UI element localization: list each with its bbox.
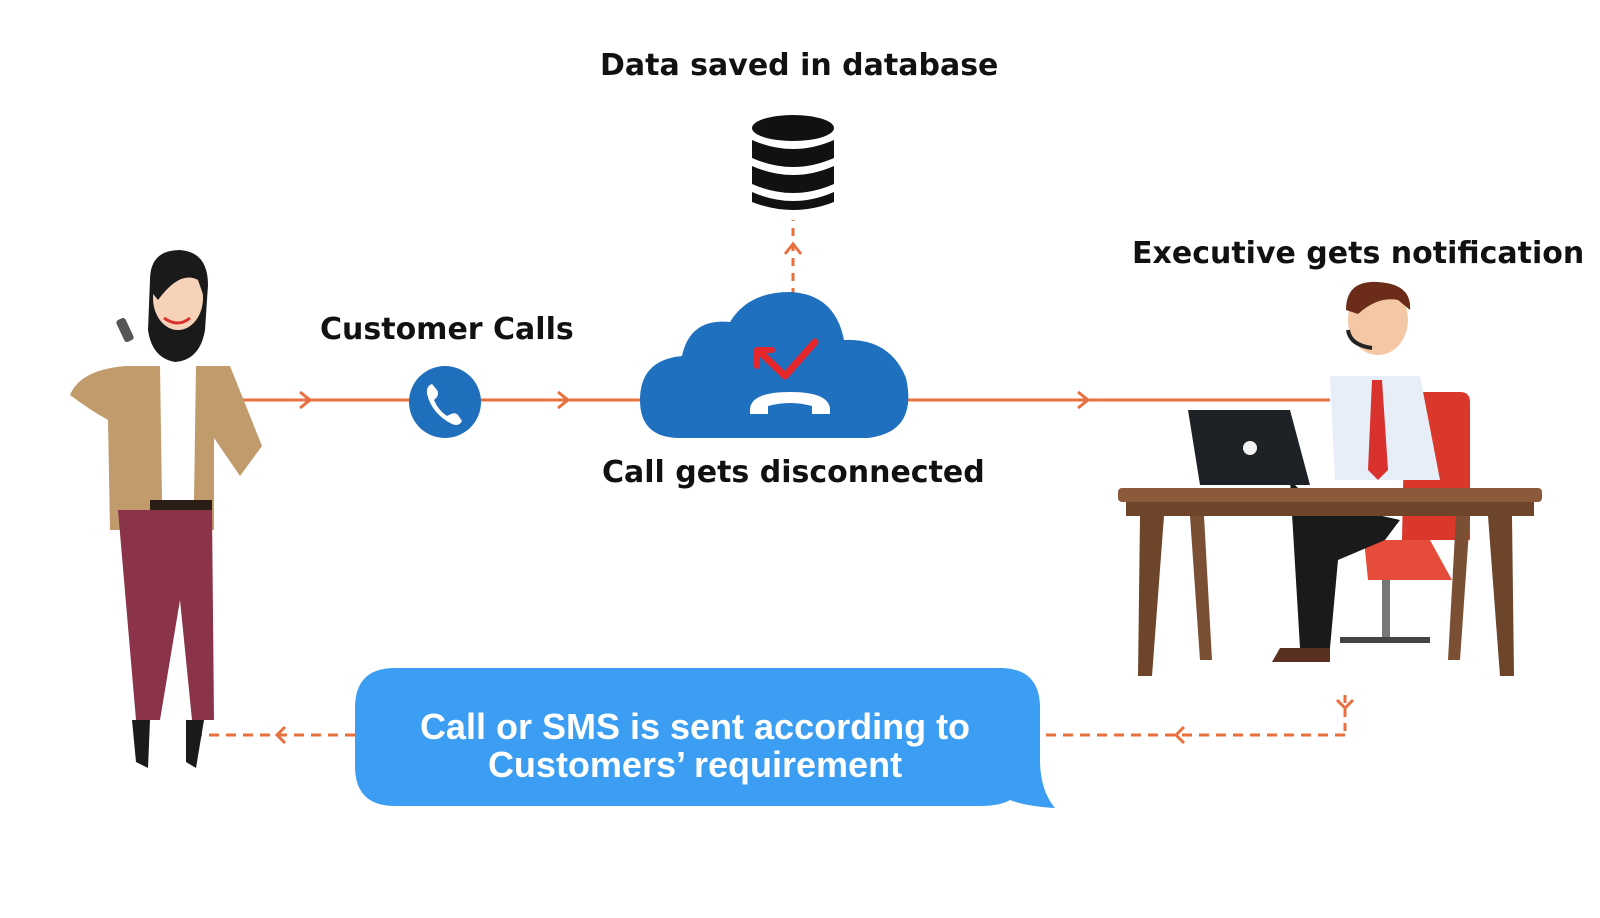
customer-calls-label: Customer Calls xyxy=(320,312,574,347)
cloud-missed-call-icon xyxy=(640,292,909,438)
phone-call-icon xyxy=(409,366,481,438)
call-disconnected-label: Call gets disconnected xyxy=(602,455,985,490)
speech-bubble-icon xyxy=(355,668,1055,808)
arrow-chevron-3 xyxy=(1077,390,1091,410)
customer-woman-icon xyxy=(70,250,262,768)
dashed-arrow-to-database xyxy=(783,220,803,296)
bubble-text: Call or SMS is sent according to Custome… xyxy=(419,706,971,785)
database-icon xyxy=(752,115,834,210)
database-label: Data saved in database xyxy=(600,48,999,83)
executive-notification-label: Executive gets notification xyxy=(1132,236,1585,271)
arrow-chevron-1 xyxy=(299,390,313,410)
dashed-return-path xyxy=(200,695,1355,745)
executive-desk-icon xyxy=(1118,281,1542,676)
arrow-chevron-2 xyxy=(557,390,571,410)
